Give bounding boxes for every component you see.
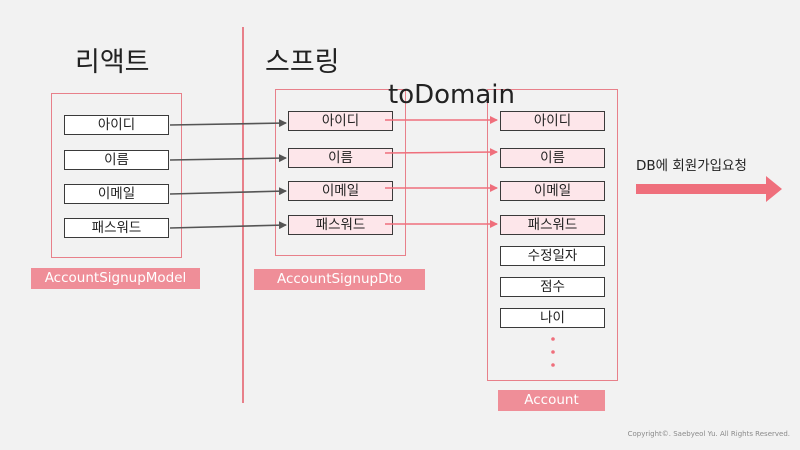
account-field-score: 점수: [500, 277, 605, 297]
ellipsis-dot: [551, 350, 555, 354]
react-field-id: 아이디: [64, 115, 169, 135]
dto-frame: [275, 89, 406, 256]
dto-label: AccountSignupDto: [254, 269, 425, 290]
ellipsis-dot: [551, 337, 555, 341]
react-model-frame: [51, 93, 182, 258]
spring-heading: 스프링: [265, 47, 340, 78]
to-domain-label: toDomain: [388, 80, 515, 110]
section-divider: [242, 27, 244, 403]
copyright-text: Copyright©. Saebyeol Yu. All Rights Rese…: [627, 430, 790, 438]
account-field-password: 패스워드: [500, 215, 605, 235]
arrow-react-to-dto-id: [169, 119, 287, 128]
arrow-react-to-dto-name: [169, 154, 287, 163]
db-request-label: DB에 회원가입요청: [636, 158, 747, 174]
react-field-password: 패스워드: [64, 218, 169, 238]
react-heading: 리액트: [75, 47, 150, 78]
ellipsis-dot: [551, 363, 555, 367]
react-field-email: 이메일: [64, 184, 169, 204]
account-label: Account: [498, 390, 605, 411]
account-field-age: 나이: [500, 308, 605, 328]
react-model-label: AccountSignupModel: [31, 268, 200, 289]
react-field-name: 이름: [64, 150, 169, 170]
account-frame: [487, 89, 618, 381]
arrow-dto-to-account-name: [384, 148, 498, 157]
db-request-arrow: [636, 176, 782, 202]
dto-field-id: 아이디: [288, 111, 393, 131]
dto-field-email: 이메일: [288, 181, 393, 201]
arrow-react-to-dto-email: [169, 187, 287, 196]
arrow-react-to-dto-password: [169, 221, 287, 230]
account-field-modified-date: 수정일자: [500, 246, 605, 266]
account-field-name: 이름: [500, 148, 605, 168]
account-field-email: 이메일: [500, 181, 605, 201]
account-field-id: 아이디: [500, 111, 605, 131]
dto-field-name: 이름: [288, 148, 393, 168]
dto-field-password: 패스워드: [288, 215, 393, 235]
